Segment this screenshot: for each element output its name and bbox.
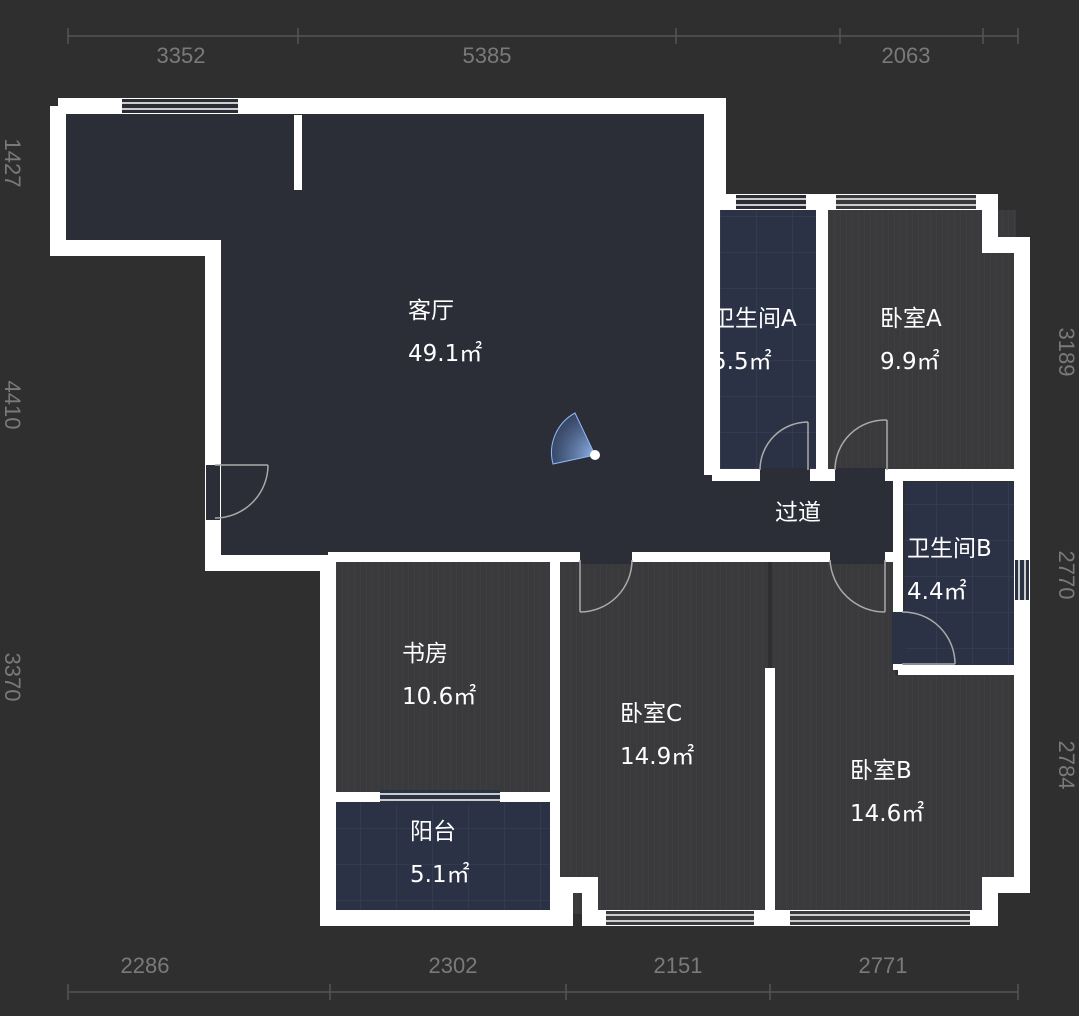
room-bedroom-b[interactable]: 卧室B 14.6㎡ — [850, 750, 924, 836]
doors — [206, 419, 956, 665]
dimension-top-2: 5385 — [462, 43, 512, 68]
dimension-bottom-2: 2302 — [428, 953, 478, 978]
room-area: 14.9㎡ — [620, 744, 695, 770]
dimension-left-3: 3370 — [0, 652, 25, 702]
dimension-bottom-4: 2771 — [858, 953, 908, 978]
room-name: 卧室C — [620, 701, 683, 727]
dimension-right-3: 2784 — [1054, 740, 1079, 790]
room-bedroom-a[interactable]: 卧室A 9.9㎡ — [880, 298, 942, 384]
dimension-top-3: 2063 — [881, 43, 931, 68]
room-area: 9.9㎡ — [880, 349, 940, 375]
dimension-top-1: 3352 — [156, 43, 206, 68]
room-living[interactable]: 客厅 49.1㎡ — [408, 290, 482, 376]
room-name: 客厅 — [408, 298, 454, 324]
bedroom-b-floor — [772, 562, 1016, 914]
room-name: 过道 — [775, 500, 821, 526]
room-bath-b[interactable]: 卫生间B 4.4㎡ — [907, 528, 992, 614]
bath-b-floor — [905, 482, 1015, 667]
room-hallway[interactable]: 过道 — [775, 492, 821, 535]
room-area: 10.6㎡ — [402, 684, 477, 710]
dimension-left-2: 4410 — [0, 380, 25, 430]
room-name: 书房 — [402, 641, 448, 667]
room-study[interactable]: 书房 10.6㎡ — [402, 633, 476, 719]
room-area: 14.6㎡ — [850, 801, 925, 827]
room-name: 卫生间A — [712, 306, 797, 332]
dimension-lines — [67, 28, 1019, 1000]
room-area: 4.4㎡ — [907, 579, 967, 605]
windows — [122, 99, 1029, 925]
dimension-bottom-3: 2151 — [653, 953, 703, 978]
room-area: 5.5㎡ — [712, 349, 772, 375]
bath-a-floor — [712, 210, 817, 472]
dimension-right-2: 2770 — [1054, 550, 1079, 600]
dimension-left-1: 1427 — [0, 138, 25, 188]
bedroom-a-floor — [828, 210, 1016, 472]
room-area: 5.1㎡ — [410, 862, 470, 888]
room-name: 卧室B — [850, 758, 912, 784]
room-bath-a[interactable]: 卫生间A 5.5㎡ — [712, 298, 797, 384]
room-name: 阳台 — [410, 819, 456, 845]
study-floor — [336, 562, 551, 796]
dimension-right-1: 3189 — [1054, 327, 1079, 377]
room-balcony[interactable]: 阳台 5.1㎡ — [410, 811, 470, 897]
camera-viewpoint-icon[interactable] — [551, 412, 600, 465]
dimension-bottom-1: 2286 — [120, 953, 170, 978]
room-name: 卫生间B — [907, 536, 992, 562]
balcony-floor — [336, 800, 551, 912]
bedroom-c-floor — [560, 562, 768, 914]
room-name: 卧室A — [880, 306, 942, 332]
room-bedroom-c[interactable]: 卧室C 14.9㎡ — [620, 693, 694, 779]
living-room-floor — [65, 115, 895, 555]
room-area: 49.1㎡ — [408, 341, 483, 367]
